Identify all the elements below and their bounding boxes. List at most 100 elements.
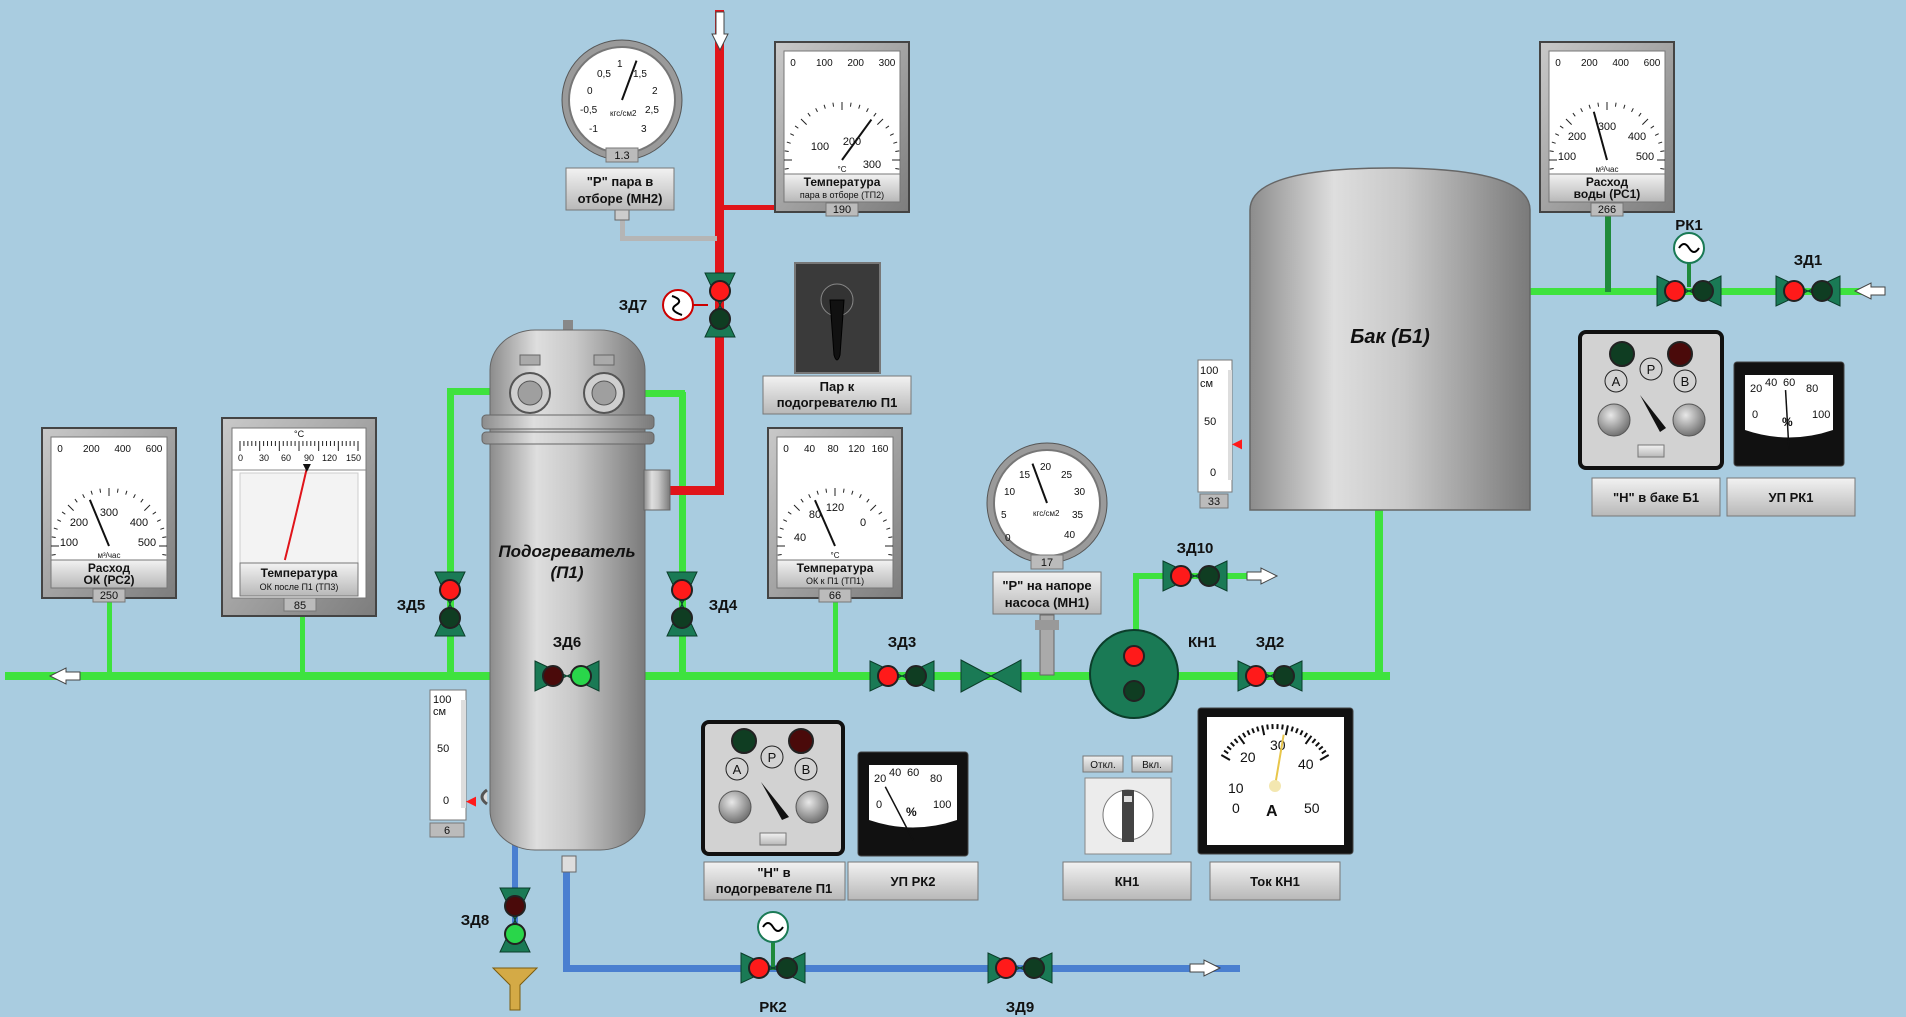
- dial-rs1[interactable]: 02004006003002004001005000600м³/часРасхо…: [1539, 41, 1675, 217]
- zd10-branch-vertical: [1133, 576, 1139, 674]
- valve-zd6[interactable]: [534, 660, 600, 692]
- scale-label: 30: [1074, 487, 1086, 498]
- scale-label: 40: [889, 767, 901, 779]
- switch-handle[interactable]: [829, 299, 845, 361]
- pump-control-panel[interactable]: Откл. Вкл. КН1: [1062, 755, 1192, 901]
- recorder-tp3-label2: ОК после П1 (ТП3): [260, 582, 339, 592]
- scale-label: 0: [587, 86, 593, 97]
- heater-title-line1: Подогреватель: [498, 542, 635, 561]
- controller-h-tank-mode-switch[interactable]: [1640, 395, 1666, 432]
- rk1-actuator-stub: [1687, 262, 1691, 287]
- dial-needle: [841, 118, 873, 161]
- tank-title: Бак (Б1): [1350, 326, 1430, 348]
- controller-h-heater-label2: подогревателе П1: [716, 881, 833, 896]
- scale-label: 35: [1072, 510, 1084, 521]
- label-zd2: ЗД2: [1256, 634, 1284, 651]
- gauge-mn2-value: 1.3: [614, 150, 629, 162]
- valve-lamp: [439, 579, 461, 601]
- position-meter-rk2[interactable]: 0 20 40 60 80 100 % УП РК2: [847, 751, 979, 901]
- valve-lamp: [542, 665, 564, 687]
- scale-label: 0: [1005, 533, 1011, 544]
- zd7-actuator-icon: [662, 289, 708, 321]
- scale-label: Р: [1647, 362, 1656, 377]
- scale-label: -0,5: [580, 105, 598, 116]
- controller-h-tank-button-left[interactable]: [1597, 403, 1631, 437]
- bypass-pipe-right: [679, 392, 686, 677]
- dial-tick: 300: [879, 58, 896, 69]
- valve-zd8[interactable]: [499, 887, 531, 953]
- steam-switch-label1: Пар к: [820, 379, 855, 394]
- label-zd9: ЗД9: [1006, 999, 1034, 1016]
- scale-label: см: [1200, 378, 1213, 390]
- valve-zd9[interactable]: [987, 952, 1053, 984]
- drain-funnel-icon: [491, 967, 539, 1011]
- valve-zd5[interactable]: [434, 571, 466, 637]
- dial-rs2[interactable]: 02004006003002004001005000600м³/часРасхо…: [41, 427, 177, 603]
- valve-lamp: [439, 607, 461, 629]
- scale-label: А: [733, 762, 742, 777]
- dial-unit: м³/час: [97, 551, 120, 560]
- dial-needle: [88, 499, 110, 547]
- dial-tick: 600: [1644, 58, 1661, 69]
- valve-rk2[interactable]: [740, 952, 806, 984]
- scale-label: 40: [1765, 377, 1777, 389]
- dial-tick: 40: [804, 444, 816, 455]
- controller-h-tank-button-right[interactable]: [1672, 403, 1706, 437]
- controller-h-heater-button-right[interactable]: [795, 790, 829, 824]
- pump-off-button[interactable]: [1082, 755, 1124, 773]
- dial-tick: 300: [100, 507, 118, 519]
- scale-label: 100: [933, 799, 951, 811]
- scale-label: 60: [1783, 377, 1795, 389]
- valve-lamp: [1273, 665, 1295, 687]
- valve-zd2[interactable]: [1237, 660, 1303, 692]
- dial-tick: 0: [783, 444, 789, 455]
- pump-kn1[interactable]: КН1: [1089, 629, 1216, 719]
- scale-label: 2: [652, 86, 658, 97]
- heater-p1[interactable]: Подогреватель (П1): [480, 320, 671, 873]
- valve-zd10[interactable]: [1162, 560, 1228, 592]
- scale-label: 3: [641, 124, 647, 135]
- controller-h-tank[interactable]: Р А В "Н" в баке Б1: [1578, 330, 1724, 517]
- dial-tick: 500: [138, 537, 156, 549]
- gauge-mn2[interactable]: 0 0,5 1 1,5 2 2,5 3 -0,5 -1 кгс/см2 1.3 …: [561, 39, 683, 221]
- pump-key-switch[interactable]: [1122, 790, 1134, 842]
- position-meter-rk1[interactable]: 0 20 40 60 80 100 % УП РК1: [1726, 361, 1856, 517]
- valve-lamp: [709, 308, 731, 330]
- arrow-right-icon: [1246, 567, 1279, 585]
- valve-rk1[interactable]: [1656, 275, 1722, 307]
- scale-label: Откл.: [1090, 760, 1115, 771]
- valve-zd4[interactable]: [666, 571, 698, 637]
- controller-h-heater-mode-switch[interactable]: [761, 782, 789, 820]
- controller-h-tank-label: "Н" в баке Б1: [1613, 490, 1699, 505]
- valve-zd7[interactable]: [704, 272, 736, 338]
- ammeter-kn1[interactable]: 0 10 20 30 40 50 А Ток КН1: [1197, 707, 1354, 901]
- steam-pipe-to-heater: [668, 486, 724, 495]
- scale-label: 100: [433, 694, 451, 706]
- steam-switch[interactable]: Пар к подогревателю П1: [762, 262, 912, 415]
- tank-body: [1249, 167, 1531, 511]
- recorder-tp3-label1: Температура: [261, 566, 338, 580]
- valve-lamp: [504, 923, 526, 945]
- scale-label: 10: [1228, 780, 1244, 796]
- recorder-tp3-value: 85: [294, 600, 306, 612]
- dial-tick: 600: [146, 444, 163, 455]
- controller-h-heater[interactable]: Р А В "Н" в подогревателе П1: [701, 720, 846, 901]
- valve-lamp: [877, 665, 899, 687]
- ammeter-label: Ток КН1: [1250, 874, 1300, 889]
- level-gauge-tank[interactable]: 100 см 50 0 33: [1197, 359, 1242, 509]
- tank-b1[interactable]: Бак (Б1): [1249, 167, 1531, 511]
- controller-h-heater-button-left[interactable]: [718, 790, 752, 824]
- recorder-tp3[interactable]: °С 0 30 60 90 120 150 Температура ОК пос…: [221, 417, 377, 617]
- pump-on-button[interactable]: [1131, 755, 1173, 773]
- valve-zd1[interactable]: [1775, 275, 1841, 307]
- level-heater-marker: [466, 796, 476, 807]
- level-gauge-heater[interactable]: 100 см 50 0 6: [429, 689, 476, 838]
- valve-zd3[interactable]: [869, 660, 935, 692]
- scale-label: 0: [443, 795, 449, 807]
- scale-label: 80: [1806, 383, 1818, 395]
- gauge-mn1[interactable]: 0 5 10 15 20 25 30 35 40 кгс/см2 17 "Р" …: [986, 442, 1108, 676]
- scale-label: 20: [1240, 749, 1256, 765]
